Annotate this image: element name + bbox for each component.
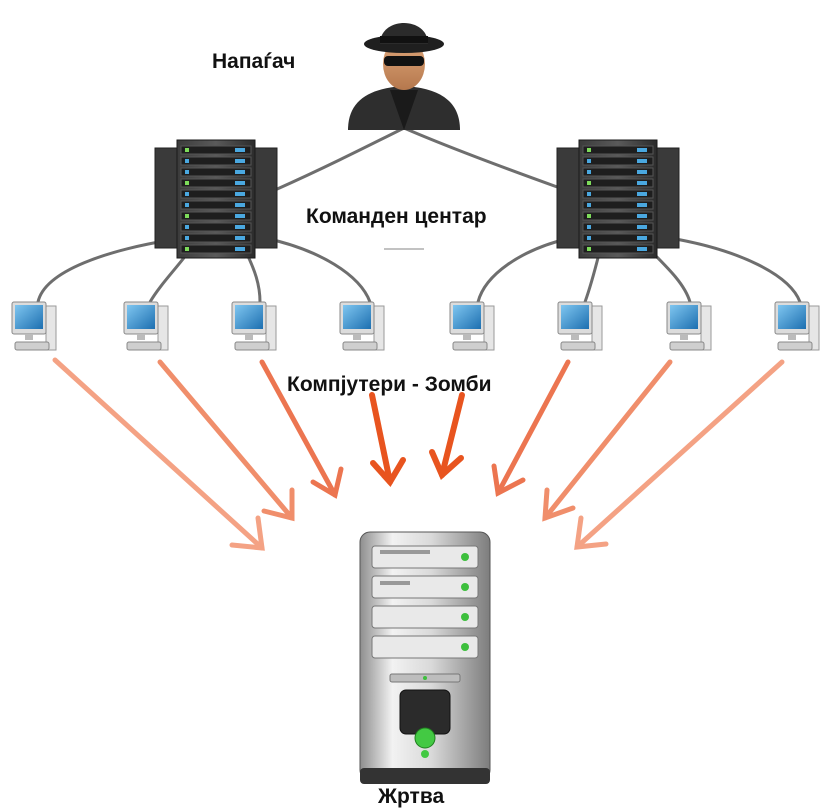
rack-unit [180, 200, 252, 210]
desktop-computer-icon [339, 301, 385, 351]
network-cables [36, 126, 802, 303]
attack-arrow-5 [429, 392, 465, 481]
attack-arrow-7 [542, 359, 673, 522]
desktop-computer-icon [11, 301, 57, 351]
rack-unit [582, 233, 654, 243]
attacker-label: Напаѓач [212, 50, 296, 73]
command-center-label: Команден центар [306, 205, 487, 228]
rack-unit [582, 156, 654, 166]
rack-units [582, 145, 654, 254]
attack-arrow-6 [491, 359, 571, 497]
rack-led [587, 148, 591, 152]
rack-unit [582, 178, 654, 188]
cable-attacker-to-cc-right [403, 126, 561, 190]
rack-unit [582, 145, 654, 155]
rack-led [185, 247, 189, 251]
server-rack-icon [556, 139, 680, 259]
rack-led [185, 203, 189, 207]
rack-led [637, 148, 647, 152]
rack-led [185, 159, 189, 163]
rack-led [637, 192, 647, 196]
rack-unit [180, 145, 252, 155]
rack-led [587, 159, 591, 163]
desktop-computer-icon [774, 301, 820, 351]
rack-led [637, 247, 647, 251]
rack-led [587, 192, 591, 196]
desktop-computer-icon [557, 301, 603, 351]
rack-led [235, 192, 245, 196]
rack-unit [180, 222, 252, 232]
rack-led [637, 181, 647, 185]
rack-unit [180, 189, 252, 199]
attack-arrow-8 [574, 359, 785, 550]
rack-led [235, 247, 245, 251]
rack-led [235, 181, 245, 185]
rack-led [587, 247, 591, 251]
zombie-computers [11, 301, 820, 351]
desktop-computer-icon [449, 301, 495, 351]
rack-unit [582, 222, 654, 232]
server-rack-icon [154, 139, 278, 259]
rack-led [185, 236, 189, 240]
rack-led [587, 170, 591, 174]
cable-cc-left-to-zombie-4 [264, 236, 372, 303]
rack-led [185, 170, 189, 174]
rack-led [235, 159, 245, 163]
rack-unit [582, 189, 654, 199]
rack-unit [180, 178, 252, 188]
rack-unit [180, 211, 252, 221]
rack-led [587, 214, 591, 218]
rack-led [637, 170, 647, 174]
desktop-computer-icon [123, 301, 169, 351]
label-underline [384, 248, 424, 250]
rack-led [185, 181, 189, 185]
victim-label: Жртва [378, 785, 445, 808]
rack-led [637, 159, 647, 163]
rack-unit [180, 167, 252, 177]
cable-cc-right-to-zombie-5 [476, 236, 571, 303]
rack-led [587, 181, 591, 185]
rack-led [235, 170, 245, 174]
cable-cc-right-to-zombie-8 [669, 236, 802, 303]
rack-unit [582, 211, 654, 221]
attack-arrows [52, 357, 785, 551]
desktop-computer-icon [231, 301, 277, 351]
rack-led [587, 236, 591, 240]
rack-led [637, 236, 647, 240]
rack-unit [582, 167, 654, 177]
attack-arrow-4 [369, 392, 406, 488]
rack-led [637, 203, 647, 207]
zombie-computers-label: Компјутери - Зомби [287, 373, 492, 396]
hacker-icon [348, 23, 460, 130]
rack-led [235, 225, 245, 229]
rack-led [587, 203, 591, 207]
rack-units [180, 145, 252, 254]
cable-attacker-to-cc-left [274, 126, 405, 192]
rack-unit [180, 244, 252, 254]
rack-led [587, 225, 591, 229]
rack-led [637, 225, 647, 229]
rack-led [235, 203, 245, 207]
rack-unit [582, 200, 654, 210]
cable-cc-left-to-zombie-1 [36, 238, 171, 303]
rack-led [185, 192, 189, 196]
rack-led [235, 148, 245, 152]
desktop-computer-icon [666, 301, 712, 351]
rack-unit [180, 156, 252, 166]
tower-server-icon [359, 531, 491, 784]
rack-led [185, 148, 189, 152]
rack-unit [582, 244, 654, 254]
attack-arrow-3 [259, 359, 344, 499]
rack-unit [180, 233, 252, 243]
rack-led [235, 236, 245, 240]
rack-led [185, 214, 189, 218]
rack-led [185, 225, 189, 229]
attack-arrow-1 [52, 357, 265, 551]
attack-arrow-2 [157, 359, 295, 522]
rack-led [637, 214, 647, 218]
rack-led [235, 214, 245, 218]
